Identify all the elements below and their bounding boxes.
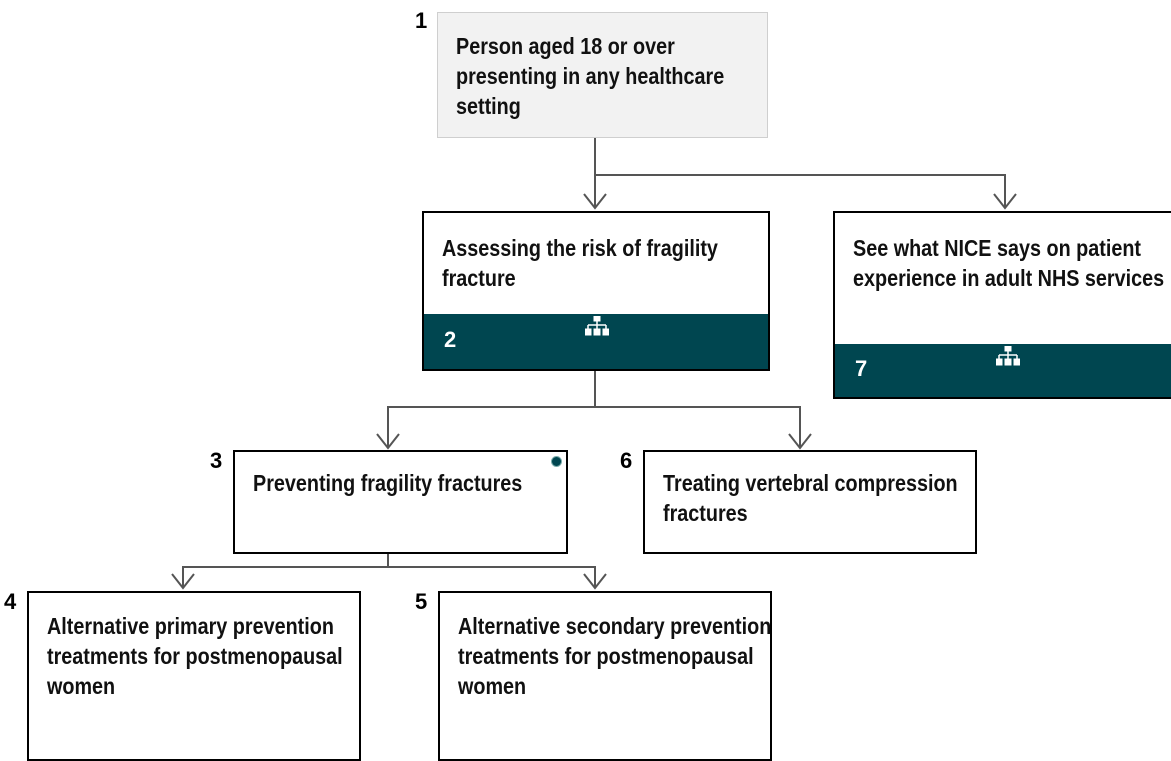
node-1-text: Person aged 18 or over presenting in any… xyxy=(456,33,725,119)
node-1-box[interactable]: Person aged 18 or over presenting in any… xyxy=(437,12,768,138)
arrowhead-4 xyxy=(171,573,195,590)
node-2-band: 2 xyxy=(424,314,768,369)
status-dot-icon xyxy=(551,456,562,467)
arrowhead-6 xyxy=(788,433,812,450)
node-5-box[interactable]: Alternative secondary prevention treatme… xyxy=(438,591,772,761)
connector-2-3 xyxy=(387,370,596,448)
hierarchy-icon[interactable] xyxy=(585,316,609,338)
node-number-2: 2 xyxy=(444,327,457,352)
arrowhead-3 xyxy=(376,433,400,450)
node-2-box[interactable]: Assessing the risk of fragility fracture… xyxy=(422,211,770,371)
node-number-5: 5 xyxy=(415,589,428,614)
connector-2-6 xyxy=(595,406,801,448)
node-2-text: Assessing the risk of fragility fracture xyxy=(442,235,718,291)
arrowhead-2 xyxy=(583,193,607,210)
node-7-box[interactable]: See what NICE says on patient experience… xyxy=(833,211,1171,399)
node-number-1: 1 xyxy=(415,8,428,33)
node-4-text: Alternative primary prevention treatment… xyxy=(47,613,343,699)
node-7-text: See what NICE says on patient experience… xyxy=(853,235,1165,291)
node-7-band: 7 xyxy=(835,344,1171,397)
node-3-box[interactable]: Preventing fragility fractures xyxy=(233,450,568,554)
arrowhead-7 xyxy=(993,193,1017,210)
node-6-text: Treating vertebral compression fractures xyxy=(663,470,958,526)
node-number-4: 4 xyxy=(4,589,17,614)
node-6-box[interactable]: Treating vertebral compression fractures xyxy=(643,450,977,554)
node-3-text: Preventing fragility fractures xyxy=(253,470,523,496)
node-number-7: 7 xyxy=(855,356,868,381)
arrowhead-5 xyxy=(583,573,607,590)
node-5-text: Alternative secondary prevention treatme… xyxy=(458,613,772,699)
hierarchy-icon[interactable] xyxy=(996,346,1020,368)
node-number-6: 6 xyxy=(620,448,633,473)
connector-1-7 xyxy=(595,174,1006,208)
connector-3-5 xyxy=(388,566,596,588)
node-number-3: 3 xyxy=(210,448,223,473)
connector-3-4 xyxy=(182,553,389,588)
node-4-box[interactable]: Alternative primary prevention treatment… xyxy=(27,591,361,761)
